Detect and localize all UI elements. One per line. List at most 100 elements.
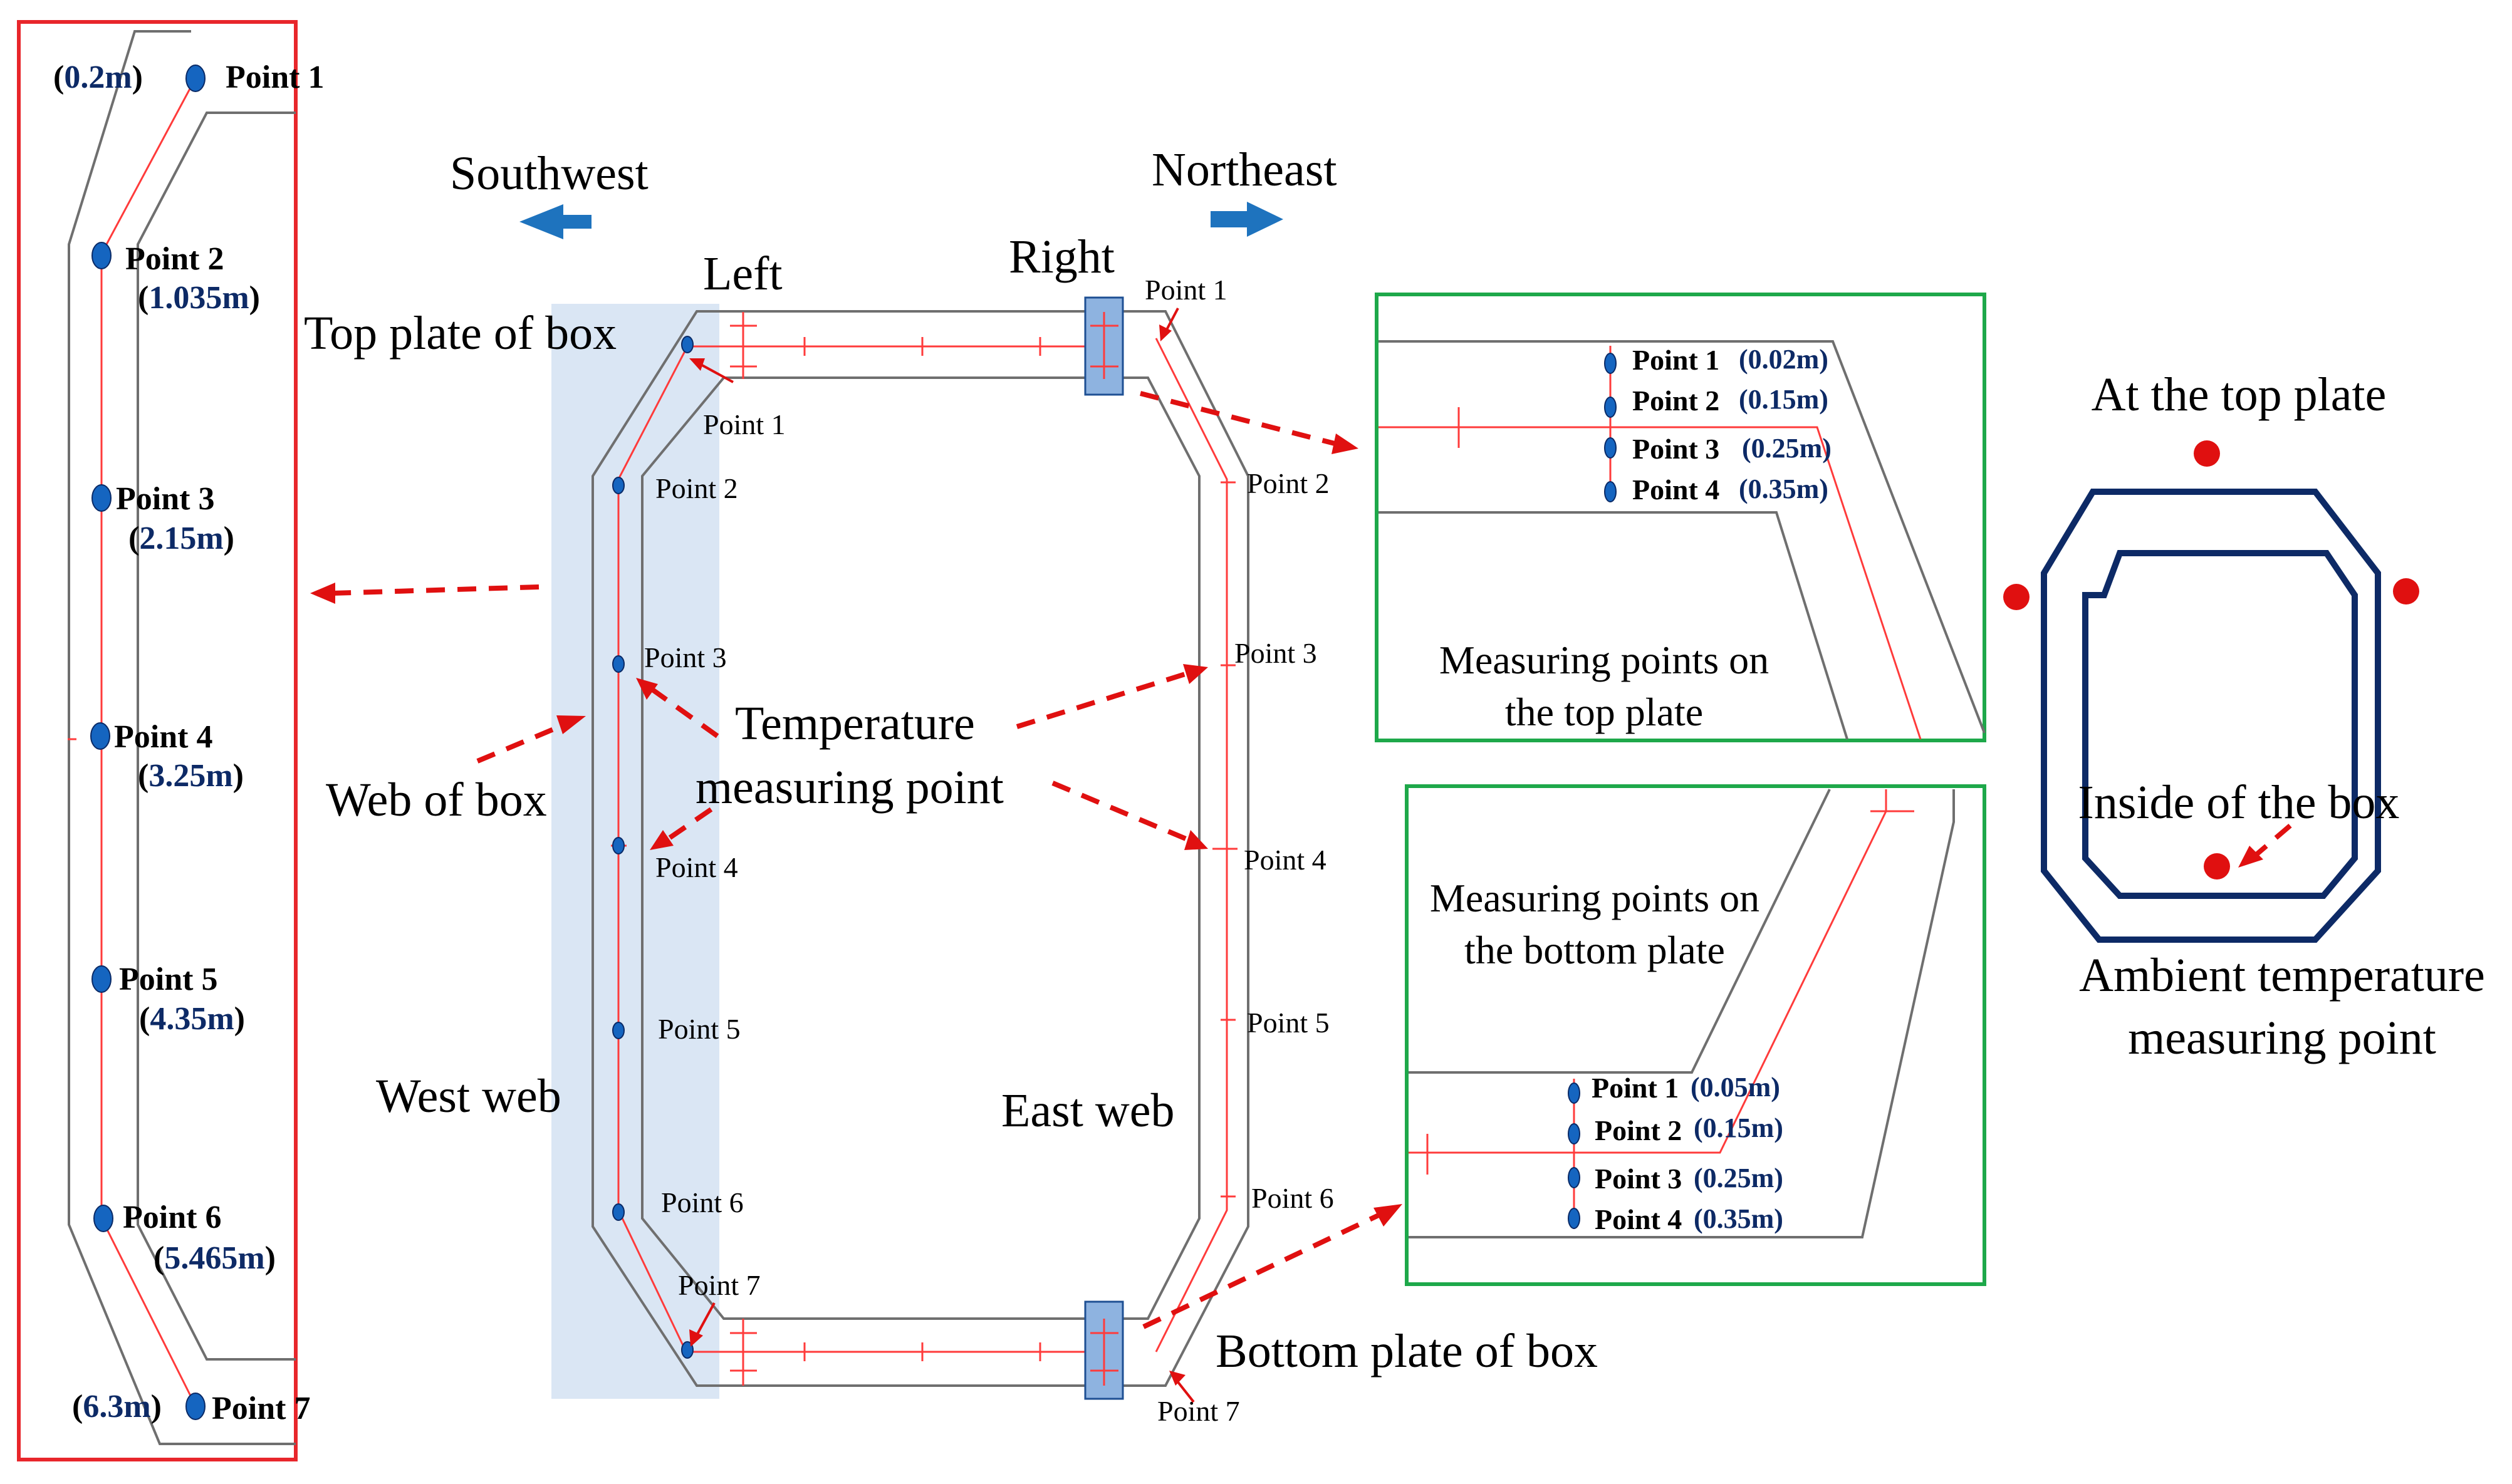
detail-point-6-marker [93, 1205, 113, 1232]
ambient-box-section [2041, 489, 2381, 943]
temperature-point-label-1: Temperature [735, 697, 975, 750]
detail-point-1-label: Point 1 [226, 60, 324, 95]
west-point-3-marker [612, 655, 625, 673]
east-point-1-label: Point 1 [1145, 274, 1227, 306]
southwest-arrow [519, 204, 592, 239]
ambient-label-2: measuring point [2128, 1012, 2436, 1064]
top-plate-caption-1: Measuring points on [1439, 638, 1769, 682]
east-point-2-label: Point 2 [1247, 467, 1330, 499]
west-point-7-label: Point 7 [678, 1269, 761, 1301]
west-section-labels: Point 1 Point 2 Point 3 Point 4 Point 5 … [644, 408, 786, 1301]
bottom-plate-detail-frame [1405, 784, 1986, 1286]
ambient-point-top [2194, 440, 2220, 467]
detail-point-7-label: Point 7 [212, 1391, 310, 1426]
detail-point-1-distance: (0.2m) [53, 60, 143, 95]
ambient-point-inside [2204, 853, 2230, 880]
top-plate-detail-drawing [1378, 340, 1986, 740]
detail-point-5-marker [91, 965, 112, 993]
small-pointer-arrows [689, 308, 1195, 1403]
west-web-detail-frame [17, 20, 298, 1461]
top-plate-point-3-marker [1604, 437, 1617, 459]
detail-point-3-label: Point 3 [116, 481, 214, 517]
bottom-plate-point-2-marker [1568, 1123, 1580, 1144]
ambient-label-1: Ambient temperature [2079, 949, 2485, 1002]
detail-point-5-label: Point 5 [119, 962, 217, 997]
top-plate-detail-points: Point 1 (0.02m) Point 2 (0.15m) Point 3 … [1604, 344, 1832, 506]
detail-point-3-marker [91, 484, 112, 512]
bottom-plate-caption-2: the bottom plate [1464, 928, 1725, 972]
west-point-2-label: Point 2 [655, 472, 738, 504]
detail-point-2-distance: (1.035m) [138, 280, 260, 316]
inside-box-label: Inside of the box [2078, 776, 2400, 829]
detail-point-2-label: Point 2 [125, 241, 224, 277]
west-point-3-label: Point 3 [644, 641, 727, 673]
top-plate-point-2-label: Point 2 [1632, 385, 1719, 417]
bottom-plate-point-2-label: Point 2 [1595, 1114, 1682, 1146]
top-plate-point-4-label: Point 4 [1632, 474, 1719, 506]
top-plate-point-3-distance: (0.25m) [1742, 433, 1832, 464]
east-point-4-label: Point 4 [1244, 844, 1326, 876]
east-web-label: East web [1001, 1084, 1174, 1137]
detail-point-5-distance: (4.35m) [139, 1001, 245, 1037]
detail-point-4-label: Point 4 [114, 719, 212, 755]
top-plate-point-1-label: Point 1 [1632, 344, 1719, 376]
box-section-outline [592, 310, 1249, 1387]
east-section-labels: Point 1 Point 2 Point 3 Point 4 Point 5 … [1145, 274, 1334, 1427]
west-point-4-label: Point 4 [655, 851, 738, 883]
southwest-label: Southwest [450, 147, 649, 200]
bottom-plate-label: Bottom plate of box [1216, 1325, 1598, 1378]
at-top-plate-label: At the top plate [2092, 368, 2387, 421]
west-point-4-marker [612, 837, 625, 854]
top-plate-caption-2: the top plate [1505, 690, 1703, 734]
top-plate-point-1-marker [1604, 353, 1617, 374]
northeast-arrow [1211, 202, 1283, 237]
bottom-plate-point-1-label: Point 1 [1592, 1072, 1679, 1104]
detail-point-1-marker [185, 65, 206, 92]
west-point-6-label: Point 6 [661, 1186, 744, 1218]
east-point-6-label: Point 6 [1251, 1182, 1334, 1214]
detail-point-7-marker [185, 1393, 206, 1420]
detail-point-6-distance: (5.465m) [154, 1240, 276, 1276]
top-plate-point-4-marker [1604, 481, 1617, 502]
west-point-5-label: Point 5 [658, 1013, 741, 1045]
east-point-5-label: Point 5 [1247, 1007, 1330, 1039]
top-plate-label: Top plate of box [304, 307, 617, 360]
west-point-7-marker [681, 1341, 694, 1359]
detail-point-4-marker [90, 722, 110, 750]
bottom-plate-point-4-label: Point 4 [1595, 1203, 1682, 1235]
top-plate-point-1-distance: (0.02m) [1739, 344, 1828, 375]
ambient-point-right [2393, 578, 2419, 604]
east-point-3-label: Point 3 [1234, 637, 1317, 669]
west-point-1-label: Point 1 [703, 408, 786, 440]
west-point-2-marker [612, 477, 625, 494]
left-label: Left [703, 247, 783, 300]
ambient-point-left [2003, 584, 2030, 610]
top-plate-point-2-distance: (0.15m) [1739, 384, 1828, 415]
west-web-detail-labels: Point 1 (0.2m) Point 2 (1.035m) Point 3 … [53, 60, 324, 1426]
west-point-6-marker [612, 1203, 625, 1221]
bottom-plate-point-2-distance: (0.15m) [1694, 1113, 1783, 1143]
bottom-plate-caption-1: Measuring points on [1430, 876, 1759, 920]
detail-point-2-marker [91, 242, 112, 269]
box-section-plates [1084, 296, 1124, 1400]
bottom-plate-point-3-marker [1568, 1167, 1580, 1188]
bottom-plate-point-4-marker [1568, 1208, 1580, 1229]
temperature-point-label-2: measuring point [696, 761, 1004, 814]
bottom-plate-point-4-distance: (0.35m) [1694, 1203, 1783, 1234]
west-web-label: West web [376, 1070, 561, 1123]
top-plate-point-4-distance: (0.35m) [1739, 474, 1828, 504]
detail-point-4-distance: (3.25m) [138, 758, 244, 794]
detail-point-6-label: Point 6 [123, 1200, 221, 1235]
dashed-arrows [310, 391, 2292, 1329]
bottom-plate-point-1-marker [1568, 1082, 1580, 1104]
top-plate-point-3-label: Point 3 [1632, 433, 1719, 465]
bottom-plate-detail-drawing [1409, 789, 1955, 1238]
west-point-1-marker [681, 336, 694, 353]
west-section-points [612, 336, 694, 1359]
bottom-plate-point-3-distance: (0.25m) [1694, 1163, 1783, 1193]
bottom-plate-point-1-distance: (0.05m) [1691, 1072, 1780, 1103]
east-point-7-label: Point 7 [1157, 1395, 1240, 1427]
northeast-label: Northeast [1152, 143, 1337, 196]
detail-point-3-distance: (2.15m) [128, 521, 234, 556]
